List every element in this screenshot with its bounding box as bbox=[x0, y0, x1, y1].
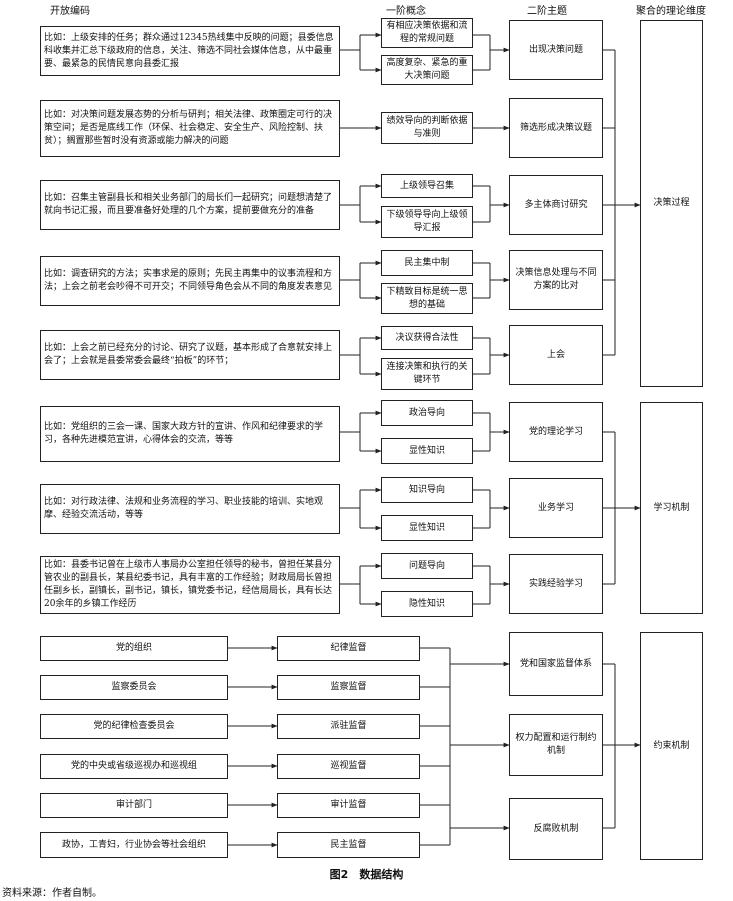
concept-12: 知识导向 bbox=[381, 477, 473, 503]
header-second-order: 二阶主题 bbox=[527, 6, 567, 17]
theme-2: 筛选形成决策议题 bbox=[509, 98, 603, 158]
source-note: 资料来源：作者自制。 bbox=[2, 888, 102, 899]
supervision-2: 监察监督 bbox=[277, 675, 420, 700]
org-code-2: 监察委员会 bbox=[40, 675, 228, 700]
org-code-5: 审计部门 bbox=[40, 793, 228, 818]
open-code-3: 比如：召集主管副县长和相关业务部门的局长们一起研究；问题想清楚了就向书记汇报，而… bbox=[40, 180, 340, 230]
theme-7: 业务学习 bbox=[509, 478, 603, 538]
theme-5: 上会 bbox=[509, 325, 603, 385]
header-first-order: 一阶概念 bbox=[386, 6, 426, 17]
supervision-6: 民主监督 bbox=[277, 832, 420, 858]
open-code-8: 比如：县委书记曾在上级市人事局办公室担任领导的秘书，曾担任某县分管农业的副县长，… bbox=[40, 556, 340, 614]
open-code-5: 比如：上会之前已经充分的讨论、研究了议题，基本形成了合意就安排上会了；上会就是县… bbox=[40, 330, 340, 380]
theme-9: 党和国家监督体系 bbox=[509, 632, 603, 696]
concept-4: 上级领导召集 bbox=[381, 174, 473, 198]
theme-10: 权力配置和运行制约机制 bbox=[509, 714, 603, 776]
supervision-3: 派驻监督 bbox=[277, 714, 420, 739]
concept-7: 下精致目标是统一思想的基础 bbox=[381, 283, 473, 314]
concept-5: 下级领导导向上级领导汇报 bbox=[381, 206, 473, 238]
theme-1: 出现决策问题 bbox=[509, 20, 603, 80]
org-code-4: 党的中央或省级巡视办和巡视组 bbox=[40, 754, 228, 779]
open-code-2: 比如：对决策问题发展态势的分析与研判；相关法律、政策圈定可行的决策空间；是否是底… bbox=[40, 100, 340, 157]
theme-11: 反腐败机制 bbox=[509, 798, 603, 860]
concept-8: 决议获得合法性 bbox=[381, 326, 473, 350]
supervision-1: 纪律监督 bbox=[277, 636, 420, 661]
theme-8: 实践经验学习 bbox=[509, 554, 603, 614]
concept-15: 隐性知识 bbox=[381, 591, 473, 617]
header-aggregate: 聚合的理论维度 bbox=[636, 6, 706, 17]
dimension-constraint-mechanism: 约束机制 bbox=[640, 632, 703, 860]
dimension-decision-process: 决策过程 bbox=[640, 20, 703, 387]
concept-10: 政治导向 bbox=[381, 400, 473, 426]
header-open-coding: 开放编码 bbox=[50, 6, 90, 17]
theme-6: 党的理论学习 bbox=[509, 402, 603, 462]
supervision-4: 巡视监督 bbox=[277, 754, 420, 779]
concept-6: 民主集中制 bbox=[381, 250, 473, 276]
theme-3: 多主体商讨研究 bbox=[509, 175, 603, 235]
concept-2: 高度复杂、紧急的重大决策问题 bbox=[381, 55, 473, 85]
supervision-5: 审计监督 bbox=[277, 793, 420, 818]
open-code-6: 比如：党组织的三会一课、国家大政方针的宣讲、作风和纪律要求的学习，各种先进模范宣… bbox=[40, 406, 340, 462]
figure-caption: 图2 数据结构 bbox=[329, 868, 404, 881]
concept-1: 有相应决策依据和流程的常规问题 bbox=[381, 18, 473, 48]
concept-9: 连接决策和执行的关键环节 bbox=[381, 358, 473, 390]
theme-4: 决策信息处理与不同方案的比对 bbox=[509, 250, 603, 310]
concept-11: 显性知识 bbox=[381, 438, 473, 464]
open-code-1: 比如：上级安排的任务；群众通过12345热线集中反映的问题；县委信息科收集并汇总… bbox=[40, 26, 340, 76]
concept-3: 绩效导向的判断依据与准则 bbox=[381, 112, 473, 144]
open-code-4: 比如：调查研究的方法；实事求是的原则；先民主再集中的议事流程和方法；上会之前老会… bbox=[40, 256, 340, 306]
dimension-learning-mechanism: 学习机制 bbox=[640, 402, 703, 614]
org-code-1: 党的组织 bbox=[40, 636, 228, 661]
concept-14: 问题导向 bbox=[381, 553, 473, 579]
org-code-3: 党的纪律检查委员会 bbox=[40, 714, 228, 739]
concept-13: 显性知识 bbox=[381, 515, 473, 541]
org-code-6: 政协，工青妇，行业协会等社会组织 bbox=[40, 832, 228, 858]
open-code-7: 比如：对行政法律、法规和业务流程的学习、职业技能的培训、实地观摩、经验交流活动，… bbox=[40, 484, 340, 534]
